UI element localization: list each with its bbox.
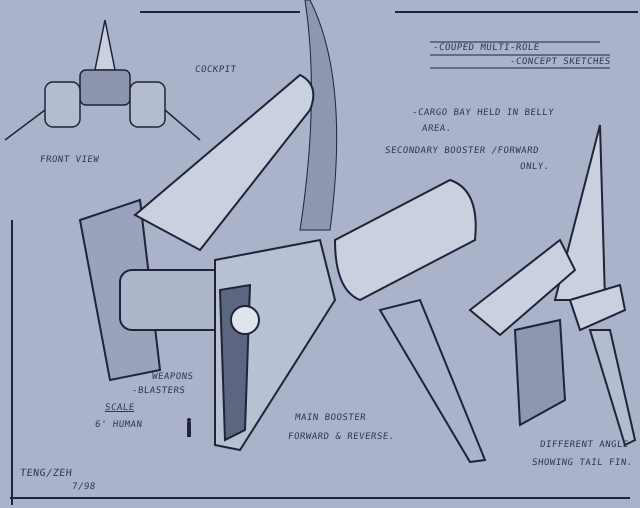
front-view-ship (4, 19, 201, 141)
main-ship (78, 0, 487, 464)
note-front-view: FRONT VIEW (39, 155, 100, 165)
human-figure (187, 418, 191, 437)
note-main-booster: MAIN BOOSTER (294, 413, 367, 423)
note-cockpit: COCKPIT (194, 65, 237, 75)
note-secondary-booster-2: ONLY. (519, 162, 551, 172)
frame-lines (10, 11, 638, 505)
note-cargo-2: AREA. (421, 124, 453, 134)
signature-date: 7/98 (71, 482, 97, 492)
title-line-1: -COUPED MULTI-ROLE (432, 43, 541, 53)
note-weapons: WEAPONS (151, 372, 194, 382)
note-angle-2: SHOWING TAIL FIN. (531, 458, 634, 468)
note-human: 6' HUMAN (94, 420, 143, 430)
note-angle: DIFFERENT ANGLE (539, 440, 630, 450)
note-cargo: -CARGO BAY HELD IN BELLY (411, 108, 555, 118)
note-blasters: -BLASTERS (131, 386, 186, 396)
note-secondary-booster: SECONDARY BOOSTER /FORWARD (384, 146, 540, 156)
title-line-2: -CONCEPT SKETCHES (509, 57, 612, 67)
artist-signature: TENG/ZEH (19, 468, 73, 479)
note-main-booster-2: FORWARD & REVERSE. (287, 432, 396, 442)
angle-view-ship (468, 124, 637, 447)
note-scale: SCALE (104, 403, 136, 413)
